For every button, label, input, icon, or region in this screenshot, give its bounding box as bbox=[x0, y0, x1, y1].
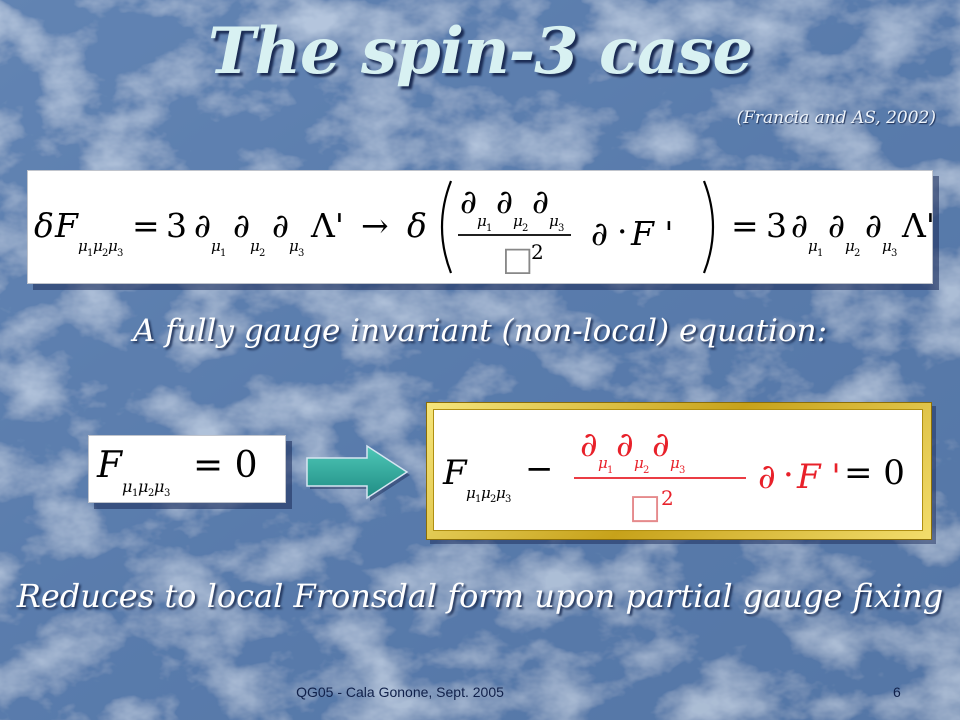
svg-text:3: 3 bbox=[558, 223, 564, 234]
gauge-transformation-equation: δ F μ 1 μ 2 μ 3 = 3 ∂ μ 1 ∂ μ 2 ∂ μ 3 Λ'… bbox=[27, 170, 933, 284]
svg-text:∂: ∂ bbox=[194, 206, 211, 245]
svg-text:Λ': Λ' bbox=[310, 206, 344, 245]
svg-text:3: 3 bbox=[679, 465, 685, 476]
svg-text:2: 2 bbox=[661, 486, 674, 510]
svg-text:∂: ∂ bbox=[865, 206, 882, 245]
svg-text:= 0: = 0 bbox=[844, 453, 905, 493]
svg-text:2: 2 bbox=[854, 248, 860, 259]
svg-text:∂: ∂ bbox=[272, 206, 289, 245]
svg-text:F ': F ' bbox=[630, 214, 673, 253]
svg-text:μ: μ bbox=[598, 454, 608, 472]
svg-text:3: 3 bbox=[505, 494, 511, 505]
svg-text:F: F bbox=[442, 453, 468, 493]
svg-text:2: 2 bbox=[148, 488, 154, 499]
svg-text:μ: μ bbox=[845, 237, 855, 255]
svg-text:μ: μ bbox=[78, 237, 88, 255]
svg-text:2: 2 bbox=[643, 465, 649, 476]
svg-text:3: 3 bbox=[298, 248, 304, 259]
svg-text:F: F bbox=[54, 206, 79, 245]
nonlocal-equation-box: F μ 1 μ 2 μ 3 − ∂ μ 1 ∂ μ 2 ∂ μ 3 □ 2 ∂ bbox=[433, 409, 923, 531]
svg-text:μ: μ bbox=[122, 477, 132, 496]
svg-text:3: 3 bbox=[117, 248, 123, 259]
svg-text:2: 2 bbox=[531, 240, 544, 264]
svg-text:=: = bbox=[731, 206, 759, 245]
svg-text:3: 3 bbox=[891, 248, 897, 259]
svg-text:2: 2 bbox=[522, 223, 528, 234]
svg-text:μ: μ bbox=[108, 237, 118, 255]
nonlocal-equation-svg: F μ 1 μ 2 μ 3 − ∂ μ 1 ∂ μ 2 ∂ μ 3 □ 2 ∂ bbox=[442, 425, 905, 527]
slide-title: The spin-3 case bbox=[207, 14, 753, 89]
svg-text:μ: μ bbox=[882, 237, 892, 255]
svg-text:μ: μ bbox=[634, 454, 644, 472]
svg-text:·: · bbox=[617, 212, 628, 251]
svg-text:F: F bbox=[96, 445, 124, 486]
svg-text:1: 1 bbox=[220, 248, 226, 259]
svg-text:2: 2 bbox=[259, 248, 265, 259]
svg-text:=: = bbox=[132, 206, 160, 245]
svg-text:∂: ∂ bbox=[591, 214, 608, 253]
svg-text:Λ': Λ' bbox=[901, 206, 932, 245]
svg-text:δ: δ bbox=[34, 206, 54, 245]
svg-text:μ: μ bbox=[513, 212, 523, 230]
svg-text:1: 1 bbox=[87, 248, 93, 259]
svg-text:∂: ∂ bbox=[828, 206, 845, 245]
svg-text:∂: ∂ bbox=[791, 206, 808, 245]
svg-text:□: □ bbox=[502, 239, 533, 278]
svg-text:−: − bbox=[525, 449, 554, 489]
svg-text:3: 3 bbox=[164, 488, 170, 499]
svg-text:∂: ∂ bbox=[616, 425, 634, 465]
svg-text:μ: μ bbox=[93, 237, 103, 255]
svg-text:F ': F ' bbox=[796, 457, 841, 497]
svg-text:μ: μ bbox=[481, 484, 491, 502]
svg-text:□: □ bbox=[629, 487, 661, 527]
page-number: 6 bbox=[893, 684, 901, 700]
svg-text:μ: μ bbox=[549, 212, 559, 230]
svg-text:= 0: = 0 bbox=[193, 445, 258, 486]
svg-text:μ: μ bbox=[154, 477, 164, 496]
svg-text:·: · bbox=[783, 455, 794, 495]
svg-text:∂: ∂ bbox=[652, 425, 670, 465]
svg-text:2: 2 bbox=[490, 494, 496, 505]
svg-text:μ: μ bbox=[250, 237, 260, 255]
svg-text:1: 1 bbox=[817, 248, 823, 259]
caption: Reduces to local Fronsdal form upon part… bbox=[16, 577, 944, 615]
svg-text:∂: ∂ bbox=[233, 206, 250, 245]
footer-text: QG05 - Cala Gonone, Sept. 2005 bbox=[296, 684, 504, 700]
svg-text:μ: μ bbox=[211, 237, 221, 255]
svg-text:∂: ∂ bbox=[460, 182, 477, 221]
svg-text:1: 1 bbox=[475, 494, 481, 505]
right-arrow-icon bbox=[306, 444, 410, 501]
svg-text:∂: ∂ bbox=[758, 457, 776, 497]
svg-text:μ: μ bbox=[496, 484, 506, 502]
svg-text:μ: μ bbox=[808, 237, 818, 255]
fronsdal-equation-svg: F μ 1 μ 2 μ 3 = 0 bbox=[96, 445, 258, 499]
subtitle: A fully gauge invariant (non-local) equa… bbox=[132, 313, 828, 349]
svg-text:→: → bbox=[361, 206, 389, 245]
svg-text:μ: μ bbox=[466, 484, 476, 502]
svg-text:∂: ∂ bbox=[580, 425, 598, 465]
svg-text:1: 1 bbox=[132, 488, 138, 499]
svg-text:1: 1 bbox=[486, 223, 492, 234]
svg-text:δ: δ bbox=[407, 206, 427, 245]
svg-text:μ: μ bbox=[670, 454, 680, 472]
fronsdal-equation-box: F μ 1 μ 2 μ 3 = 0 bbox=[88, 435, 286, 503]
svg-text:μ: μ bbox=[289, 237, 299, 255]
svg-text:1: 1 bbox=[607, 465, 613, 476]
svg-text:μ: μ bbox=[138, 477, 148, 496]
equation-svg: δ F μ 1 μ 2 μ 3 = 3 ∂ μ 1 ∂ μ 2 ∂ μ 3 Λ'… bbox=[34, 180, 932, 278]
svg-text:∂: ∂ bbox=[496, 182, 513, 221]
svg-text:∂: ∂ bbox=[532, 182, 549, 221]
svg-text:3: 3 bbox=[166, 206, 187, 245]
citation: (Francia and AS, 2002) bbox=[736, 108, 936, 128]
svg-text:μ: μ bbox=[477, 212, 487, 230]
svg-text:3: 3 bbox=[766, 206, 787, 245]
svg-text:2: 2 bbox=[102, 248, 108, 259]
